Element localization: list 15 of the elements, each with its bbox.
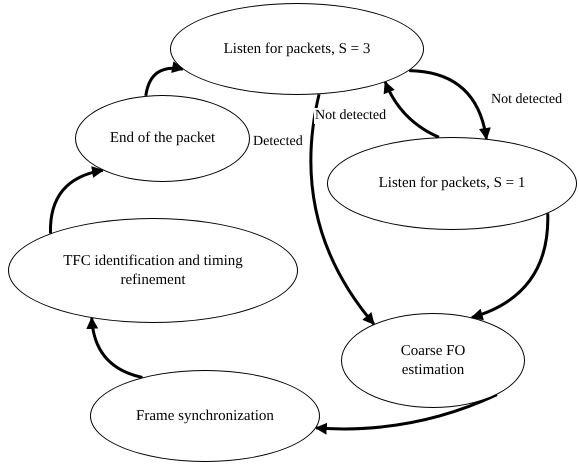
arrow — [86, 316, 143, 379]
arrow — [48, 166, 104, 234]
state-label: Frame synchronization — [136, 406, 274, 426]
state-label: Listen for packets, S = 3 — [224, 40, 370, 58]
arrow — [314, 393, 498, 434]
arrow — [409, 69, 490, 140]
arrow — [470, 213, 550, 320]
state-label: TFC identification and timing refinement — [62, 252, 244, 290]
arrow — [309, 94, 376, 326]
state-label: Listen for packets, S = 1 — [378, 174, 526, 193]
edge-label: Not detected — [314, 108, 388, 124]
arrow — [144, 62, 184, 96]
state-label: End of the packet — [110, 129, 216, 148]
arrow — [384, 81, 440, 139]
state-label: Coarse FO estimation — [400, 342, 466, 380]
